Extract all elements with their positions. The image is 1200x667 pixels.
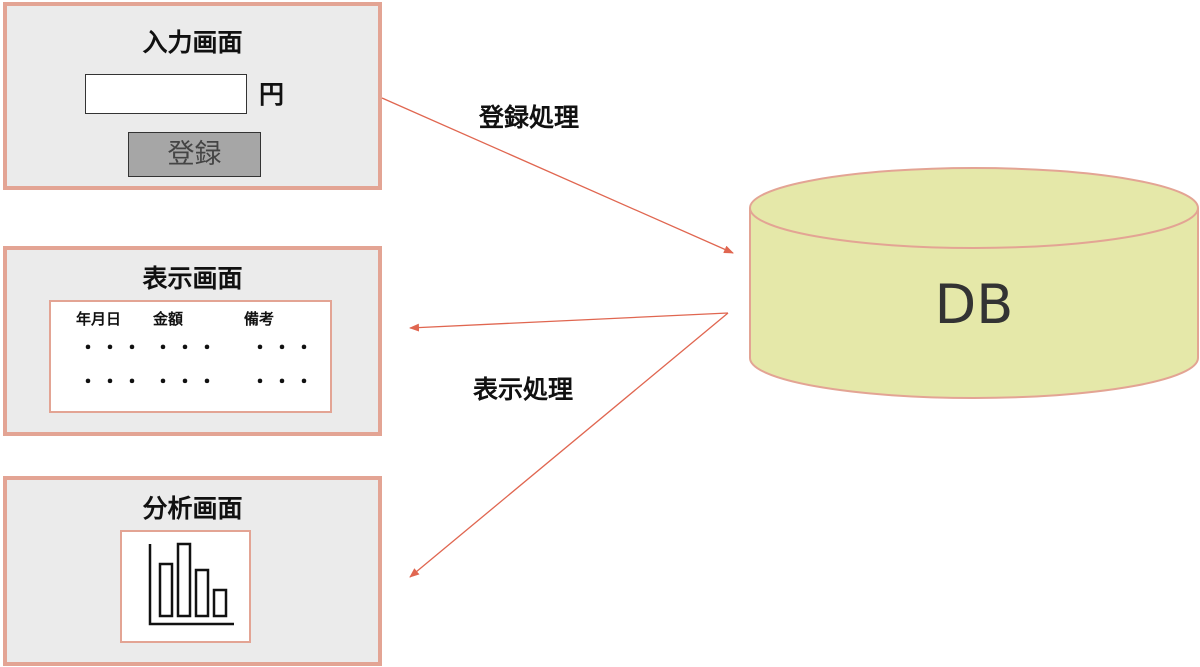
register-process-label: 登録処理 [479,103,580,132]
display-screen-title: 表示画面 [142,264,243,293]
yen-unit-label: 円 [259,80,285,109]
table-cell: ・・・ [79,338,145,359]
records-table: 年月日 金額 備考 ・・・ ・・・ ・・・ ・・・ ・・・ ・・・ [49,300,332,413]
analysis-screen-title: 分析画面 [142,494,243,523]
register-button[interactable]: 登録 [128,132,261,177]
table-cell: ・・・ [154,372,220,393]
table-cell: ・・・ [154,338,220,359]
input-screen-panel: 入力画面 円 登録 [3,2,382,190]
database-cylinder [749,167,1199,399]
table-cell: ・・・ [251,338,317,359]
amount-input[interactable] [85,74,247,114]
chart-preview [120,530,251,643]
register-flow-arrow [381,97,734,254]
input-screen-title: 入力画面 [142,28,243,57]
display-process-label: 表示処理 [473,375,574,404]
table-cell: ・・・ [251,372,317,393]
display-flow-arrow [409,312,729,332]
analysis-flow-arrow [409,312,729,578]
column-header-amount: 金額 [153,310,184,328]
analysis-screen-panel: 分析画面 [3,476,382,666]
display-screen-panel: 表示画面 年月日 金額 備考 ・・・ ・・・ ・・・ ・・・ ・・・ ・・・ [3,246,382,436]
table-cell: ・・・ [79,372,145,393]
column-header-note: 備考 [244,310,275,328]
db-label: DB [934,273,1014,336]
column-header-date: 年月日 [76,310,122,328]
bar-chart-icon [148,542,234,626]
